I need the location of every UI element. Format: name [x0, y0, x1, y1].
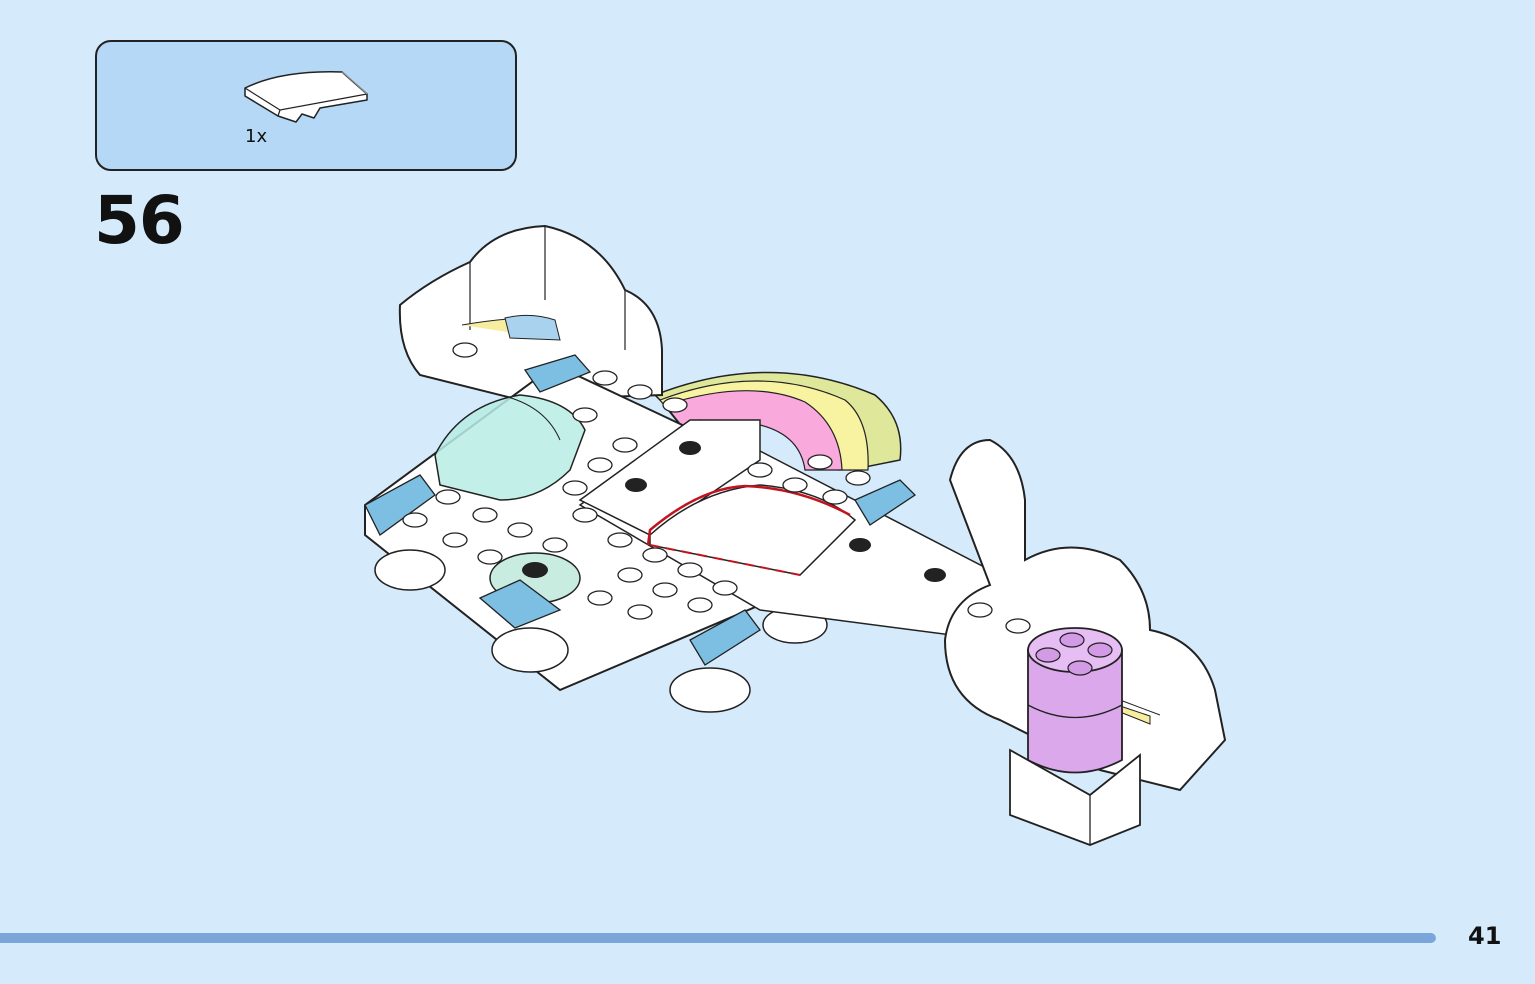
part-quantity: 1x: [245, 126, 268, 147]
rainbow-cloud-vehicle-assembly-icon: [364, 224, 1227, 846]
step-number: 56: [94, 182, 185, 259]
white-curved-slope-brick-icon: [244, 71, 368, 123]
page-number: 41: [1468, 922, 1502, 950]
parts-callout: 1x: [95, 40, 517, 171]
progress-bar-fill: [0, 933, 1436, 943]
progress-bar: [0, 933, 1436, 943]
